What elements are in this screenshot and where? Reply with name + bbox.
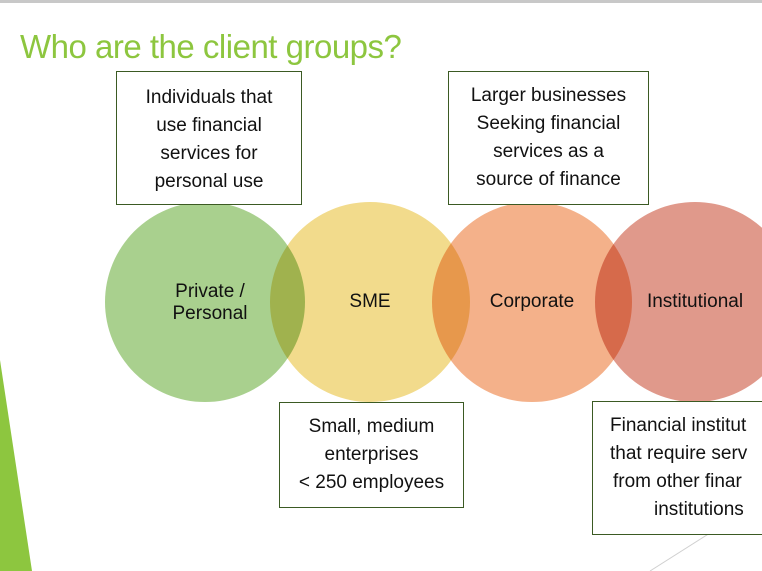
- callout-line: Seeking financial: [476, 113, 621, 134]
- callout-line: < 250 employees: [298, 472, 445, 493]
- callout-line: services as a: [493, 141, 604, 162]
- callout-sme: Small, medium enterprises < 250 employee…: [279, 402, 464, 508]
- callout-line: from other finar: [613, 471, 742, 492]
- label-private: Private / Personal: [172, 281, 248, 324]
- label-corporate: Corporate: [489, 291, 575, 312]
- callout-line: enterprises: [324, 444, 419, 465]
- callout-line: services for: [160, 143, 258, 164]
- circle-sme: [270, 202, 470, 402]
- callout-line: personal use: [154, 171, 264, 192]
- label-institutional: Institutional: [646, 291, 744, 312]
- callout-private: Individuals that use financial services …: [116, 71, 302, 205]
- callout-line: use financial: [156, 115, 262, 136]
- callout-line: Larger businesses: [470, 85, 627, 106]
- label-sme: SME: [349, 291, 391, 312]
- green-accent-triangle: [0, 360, 32, 571]
- circle-corporate: [432, 202, 632, 402]
- slide-title: Who are the client groups?: [20, 28, 402, 65]
- circle-private: [105, 202, 305, 402]
- callout-line: Financial institut: [610, 415, 747, 436]
- callout-line: Small, medium: [308, 416, 435, 437]
- callout-line: Individuals that: [145, 87, 273, 108]
- callout-line: that require serv: [610, 443, 748, 464]
- top-border-line: [0, 0, 762, 3]
- callout-line: institutions: [654, 499, 744, 520]
- circle-institutional: [595, 202, 762, 402]
- callout-institutional: Financial institut that require serv fro…: [592, 401, 762, 535]
- callout-line: source of finance: [476, 169, 621, 190]
- callout-corporate: Larger businesses Seeking financial serv…: [448, 71, 649, 205]
